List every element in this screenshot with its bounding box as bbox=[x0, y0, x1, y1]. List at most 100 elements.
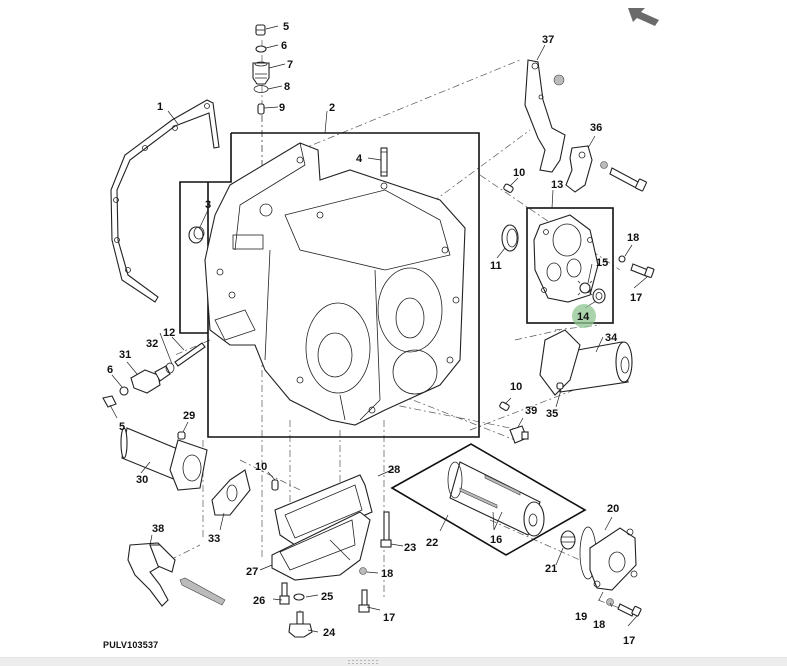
part-18-washer-b[interactable] bbox=[359, 567, 367, 575]
part-14-seal[interactable] bbox=[592, 288, 606, 304]
part-25-washer[interactable] bbox=[293, 593, 305, 601]
part-3-plug[interactable] bbox=[188, 226, 205, 244]
part-38-bracket[interactable] bbox=[127, 542, 226, 607]
part-13-pump-cover[interactable] bbox=[533, 214, 599, 303]
callout-32[interactable]: 32 bbox=[146, 338, 158, 350]
callout-2[interactable]: 2 bbox=[329, 102, 335, 114]
part-27-oil-pan[interactable] bbox=[271, 511, 371, 581]
callout-8[interactable]: 8 bbox=[284, 81, 290, 93]
part-18-washer-c[interactable] bbox=[606, 598, 614, 606]
callout-26[interactable]: 26 bbox=[253, 595, 265, 607]
part-17-screw-a[interactable] bbox=[630, 263, 655, 278]
selected-callout-highlight bbox=[572, 304, 596, 328]
callout-18-a[interactable]: 18 bbox=[627, 232, 639, 244]
figure-reference: PULV103537 bbox=[103, 640, 159, 650]
part-32-o-ring[interactable] bbox=[165, 362, 175, 374]
callout-23[interactable]: 23 bbox=[404, 542, 416, 554]
part-23-cap-screw[interactable] bbox=[380, 511, 392, 548]
callout-14[interactable]: 14 bbox=[577, 311, 590, 323]
part-34-tube-housing[interactable] bbox=[539, 329, 633, 396]
part-33-gasket-plate[interactable] bbox=[211, 469, 251, 516]
callout-21[interactable]: 21 bbox=[545, 563, 557, 575]
callout-18-b[interactable]: 18 bbox=[381, 568, 393, 580]
callout-33[interactable]: 33 bbox=[208, 533, 220, 545]
part-6-washer[interactable] bbox=[255, 45, 267, 53]
callout-20[interactable]: 20 bbox=[607, 503, 619, 515]
part-10-dowel-b[interactable] bbox=[499, 401, 510, 411]
callout-12[interactable]: 12 bbox=[163, 327, 175, 339]
bottom-resize-bar[interactable] bbox=[0, 657, 787, 666]
callout-17-b[interactable]: 17 bbox=[383, 612, 395, 624]
callout-4[interactable]: 4 bbox=[356, 153, 363, 165]
callout-5-b[interactable]: 5 bbox=[119, 421, 125, 433]
part-2-gearcase-body[interactable] bbox=[204, 142, 466, 426]
part-11-oil-seal[interactable] bbox=[501, 224, 519, 252]
callout-38[interactable]: 38 bbox=[152, 523, 164, 535]
part-1-gasket[interactable] bbox=[110, 99, 220, 303]
callout-30[interactable]: 30 bbox=[136, 474, 148, 486]
part-6-washer-b[interactable] bbox=[119, 386, 129, 396]
part-12-pin[interactable] bbox=[174, 342, 206, 367]
pump-cover-frame bbox=[526, 207, 614, 324]
callout-28[interactable]: 28 bbox=[388, 464, 400, 476]
callout-17-a[interactable]: 17 bbox=[630, 292, 642, 304]
part-5-breather-b[interactable] bbox=[102, 395, 117, 408]
callout-19[interactable]: 19 bbox=[575, 611, 587, 623]
part-16-filter-element[interactable] bbox=[447, 461, 545, 537]
part-19-filter-cover[interactable] bbox=[589, 527, 638, 591]
part-39-sensor[interactable] bbox=[509, 425, 529, 444]
part-10-dowel-a[interactable] bbox=[503, 183, 514, 193]
part-24-drain-plug[interactable] bbox=[288, 611, 313, 638]
part-26-screw[interactable] bbox=[279, 582, 290, 605]
back-arrow-icon[interactable] bbox=[625, 5, 661, 27]
part-21-spring[interactable] bbox=[560, 530, 576, 550]
part-8-o-ring[interactable] bbox=[253, 85, 269, 93]
callout-18-c[interactable]: 18 bbox=[593, 619, 605, 631]
part-17-screw-b[interactable] bbox=[358, 589, 370, 613]
callout-34[interactable]: 34 bbox=[605, 332, 618, 344]
part-5-breather[interactable] bbox=[255, 24, 266, 36]
callout-11[interactable]: 11 bbox=[490, 260, 502, 272]
part-18-washer-a[interactable] bbox=[618, 255, 626, 263]
callout-29[interactable]: 29 bbox=[183, 410, 195, 422]
part-37-shift-lever[interactable] bbox=[524, 59, 566, 173]
part-7-fill-plug[interactable] bbox=[252, 61, 270, 85]
callout-35[interactable]: 35 bbox=[546, 408, 558, 420]
part-29-screw[interactable] bbox=[177, 431, 186, 440]
callout-1[interactable]: 1 bbox=[157, 101, 163, 113]
part-35-screw[interactable] bbox=[556, 382, 564, 390]
callout-13[interactable]: 13 bbox=[551, 179, 563, 191]
part-17-screw-c[interactable] bbox=[617, 603, 642, 617]
part-10-dowel-c[interactable] bbox=[271, 479, 279, 491]
callout-22[interactable]: 22 bbox=[426, 537, 438, 549]
callout-17-c[interactable]: 17 bbox=[623, 635, 635, 647]
callout-24[interactable]: 24 bbox=[323, 627, 336, 639]
callout-10-a[interactable]: 10 bbox=[513, 167, 525, 179]
part-28-pan-gasket[interactable] bbox=[274, 474, 373, 546]
part-30-tube-housing[interactable] bbox=[120, 427, 208, 491]
part-9-dowel[interactable] bbox=[257, 103, 265, 115]
callout-5[interactable]: 5 bbox=[283, 21, 289, 33]
callout-25[interactable]: 25 bbox=[321, 591, 333, 603]
part-36-shift-arm[interactable] bbox=[565, 145, 647, 193]
part-4-stud[interactable] bbox=[380, 147, 388, 177]
part-31-fitting[interactable] bbox=[130, 365, 171, 394]
callout-10-c[interactable]: 10 bbox=[255, 461, 267, 473]
callout-10-b[interactable]: 10 bbox=[510, 381, 522, 393]
callout-16[interactable]: 16 bbox=[490, 534, 502, 546]
callout-9[interactable]: 9 bbox=[279, 102, 285, 114]
callout-6-b[interactable]: 6 bbox=[107, 364, 113, 376]
leader-lines bbox=[109, 25, 648, 633]
callout-3[interactable]: 3 bbox=[205, 199, 211, 211]
callout-7[interactable]: 7 bbox=[287, 59, 293, 71]
drag-handle-icon[interactable] bbox=[347, 659, 379, 664]
part-15-gear[interactable] bbox=[577, 280, 593, 296]
callout-39[interactable]: 39 bbox=[525, 405, 537, 417]
callout-31[interactable]: 31 bbox=[119, 349, 131, 361]
callout-27[interactable]: 27 bbox=[246, 566, 258, 578]
callout-37[interactable]: 37 bbox=[542, 34, 554, 46]
callout-6[interactable]: 6 bbox=[281, 40, 287, 52]
callout-15[interactable]: 15 bbox=[596, 257, 608, 269]
callout-36[interactable]: 36 bbox=[590, 122, 602, 134]
